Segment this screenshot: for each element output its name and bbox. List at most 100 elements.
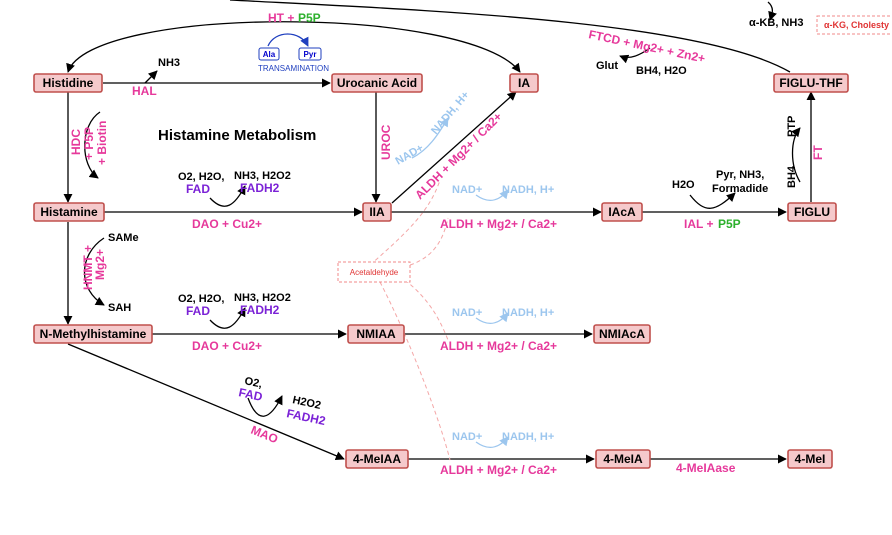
- akg-box: [816, 15, 892, 35]
- hnmt-mg-label: Mg2+: [93, 249, 107, 280]
- dao-label-2: DAO + Cu2+: [192, 339, 262, 353]
- node-histamine[interactable]: Histamine: [33, 202, 105, 222]
- nadh-label-3: NADH, H+: [502, 431, 554, 443]
- fadh2-label-3: FADH2: [285, 406, 327, 428]
- node-histamine-label: Histamine: [40, 205, 98, 219]
- node-iia[interactable]: IIA: [362, 202, 392, 222]
- node-nmiaca-label: NMIAcA: [599, 327, 645, 341]
- sah-label: SAH: [108, 302, 131, 314]
- formadide-label: Formadide: [712, 183, 768, 195]
- nh3-h2o2-label-2: NH3, H2O2: [234, 292, 291, 304]
- aldh-label-3: ALDH + Mg2+ / Ca2+: [440, 463, 557, 477]
- hnmt-label: HNMT +: [81, 245, 95, 290]
- node-4-mei-label: 4-MeI: [795, 452, 826, 466]
- aldh-label-2: ALDH + Mg2+ / Ca2+: [440, 339, 557, 353]
- node-histidine-label: Histidine: [43, 76, 94, 90]
- nmethyl-to-meiaa-arrow: [67, 343, 345, 461]
- node-iia-label: IIA: [369, 205, 385, 219]
- acetaldehyde-link-top: [369, 179, 441, 266]
- h2o2-label-3: H2O2: [291, 394, 322, 412]
- fad-label-1: FAD: [186, 182, 210, 196]
- node-4-meia-label: 4-MeIA: [603, 452, 643, 466]
- hdc-p5p-label: + P5P: [82, 127, 96, 160]
- node-n-methylhistamine-label: N-Methylhistamine: [40, 327, 147, 341]
- node-4-meiaa[interactable]: 4-MeIAA: [345, 449, 409, 469]
- node-figlu-thf[interactable]: FIGLU-THF: [773, 73, 849, 93]
- glut-label: Glut: [596, 60, 618, 72]
- uroc-label: UROC: [379, 124, 393, 160]
- hdc-cofactor-curve: [84, 111, 101, 179]
- nadh-label-2: NADH, H+: [502, 307, 554, 319]
- akb-nh3-label: α-KB, NH3: [749, 17, 803, 29]
- acetaldehyde-link-3: [404, 279, 449, 341]
- bh4-h2o-label: BH4, H2O: [636, 65, 687, 77]
- nadh-label-1: NADH, H+: [502, 184, 554, 196]
- node-urocanic-acid[interactable]: Urocanic Acid: [331, 73, 423, 93]
- hdc-label: HDC: [69, 129, 83, 155]
- ial-label: IAL +: [684, 217, 713, 231]
- ial-p5p-label: P5P: [718, 217, 741, 231]
- node-4-meiaa-label: 4-MeIAA: [353, 452, 401, 466]
- pyr-nh3-label: Pyr, NH3,: [716, 169, 764, 181]
- same-label: SAMe: [108, 232, 139, 244]
- dao-curve-1: [209, 185, 246, 207]
- nadh-label-diag: NADH, H+: [429, 89, 472, 137]
- transamination-curve: [267, 33, 309, 47]
- o2-label-3: O2,: [243, 375, 263, 390]
- ptp-curve: [791, 127, 801, 183]
- transamination-label: TRANSAMINATION: [258, 64, 329, 73]
- node-nmiaa-label: NMIAA: [356, 327, 396, 341]
- transamination-arc: [66, 21, 521, 73]
- acetaldehyde-label: Acetaldehyde: [350, 268, 399, 277]
- dao-label-1: DAO + Cu2+: [192, 217, 262, 231]
- pyr-box: [298, 47, 322, 61]
- akb-arrow: [767, 1, 777, 21]
- nad-curve-diag: [411, 117, 449, 159]
- fad-label-3: FAD: [237, 385, 264, 404]
- nad-label-2: NAD+: [452, 307, 482, 319]
- fad-label-2: FAD: [186, 304, 210, 318]
- ft-label: FT: [811, 145, 825, 160]
- h2o-label: H2O: [672, 179, 695, 191]
- glut-curve: [619, 47, 651, 64]
- hdc-biotin-label: + Biotin: [95, 121, 109, 165]
- node-nmiaca[interactable]: NMIAcA: [593, 324, 651, 344]
- node-4-meia[interactable]: 4-MeIA: [595, 449, 651, 469]
- pyr-label: Pyr: [304, 50, 317, 59]
- ptp-label: PTP: [786, 116, 798, 137]
- node-n-methylhistamine[interactable]: N-Methylhistamine: [33, 324, 153, 344]
- nad-curve-2: [475, 312, 509, 325]
- mao-label: MAO: [249, 423, 280, 446]
- ial-curve: [689, 192, 736, 209]
- node-4-mei[interactable]: 4-MeI: [787, 449, 833, 469]
- node-iaca-label: IAcA: [608, 205, 636, 219]
- node-nmiaa[interactable]: NMIAA: [347, 324, 405, 344]
- nad-label-3: NAD+: [452, 431, 482, 443]
- node-histidine[interactable]: Histidine: [33, 73, 103, 93]
- nh3-branch-arrow: [144, 70, 158, 84]
- node-urocanic-acid-label: Urocanic Acid: [337, 76, 417, 90]
- nad-label-diag: NAD+: [394, 142, 426, 168]
- nad-curve-1: [475, 189, 509, 202]
- top-curve-line: [229, 0, 791, 73]
- bh4-label: BH4: [786, 165, 798, 188]
- node-ia[interactable]: IA: [509, 73, 539, 93]
- o2-h2o-label-2: O2, H2O,: [178, 293, 224, 305]
- node-figlu-thf-label: FIGLU-THF: [779, 76, 842, 90]
- dao-curve-2: [209, 307, 246, 329]
- fadh2-label-1: FADH2: [240, 181, 280, 195]
- aldh-label-1: ALDH + Mg2+ / Ca2+: [440, 217, 557, 231]
- ala-box: [258, 47, 280, 61]
- nad-curve-3: [475, 436, 509, 449]
- iia-to-ia-arrow: [391, 91, 517, 204]
- hnmt-cofactor-curve: [83, 237, 105, 306]
- akg-label: α-KG, Cholesty: [824, 20, 889, 30]
- fadh2-label-2: FADH2: [240, 303, 280, 317]
- nad-label-1: NAD+: [452, 184, 482, 196]
- p5p-label-top: P5P: [298, 11, 321, 25]
- node-iaca[interactable]: IAcA: [601, 202, 643, 222]
- node-ia-label: IA: [518, 76, 530, 90]
- node-figlu[interactable]: FIGLU: [787, 202, 837, 222]
- ht-label: HT +: [268, 11, 294, 25]
